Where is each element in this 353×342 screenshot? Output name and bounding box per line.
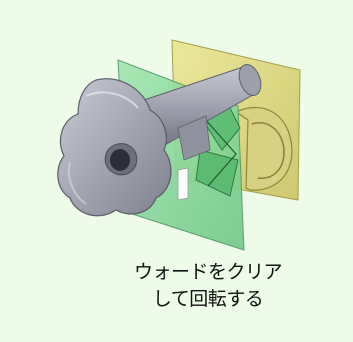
caption-line-2: して回転する	[118, 286, 298, 313]
caption-line-1: ウォードをクリア	[118, 259, 298, 286]
caption-text: ウォードをクリア して回転する	[118, 259, 298, 313]
slot-highlight	[178, 168, 188, 200]
